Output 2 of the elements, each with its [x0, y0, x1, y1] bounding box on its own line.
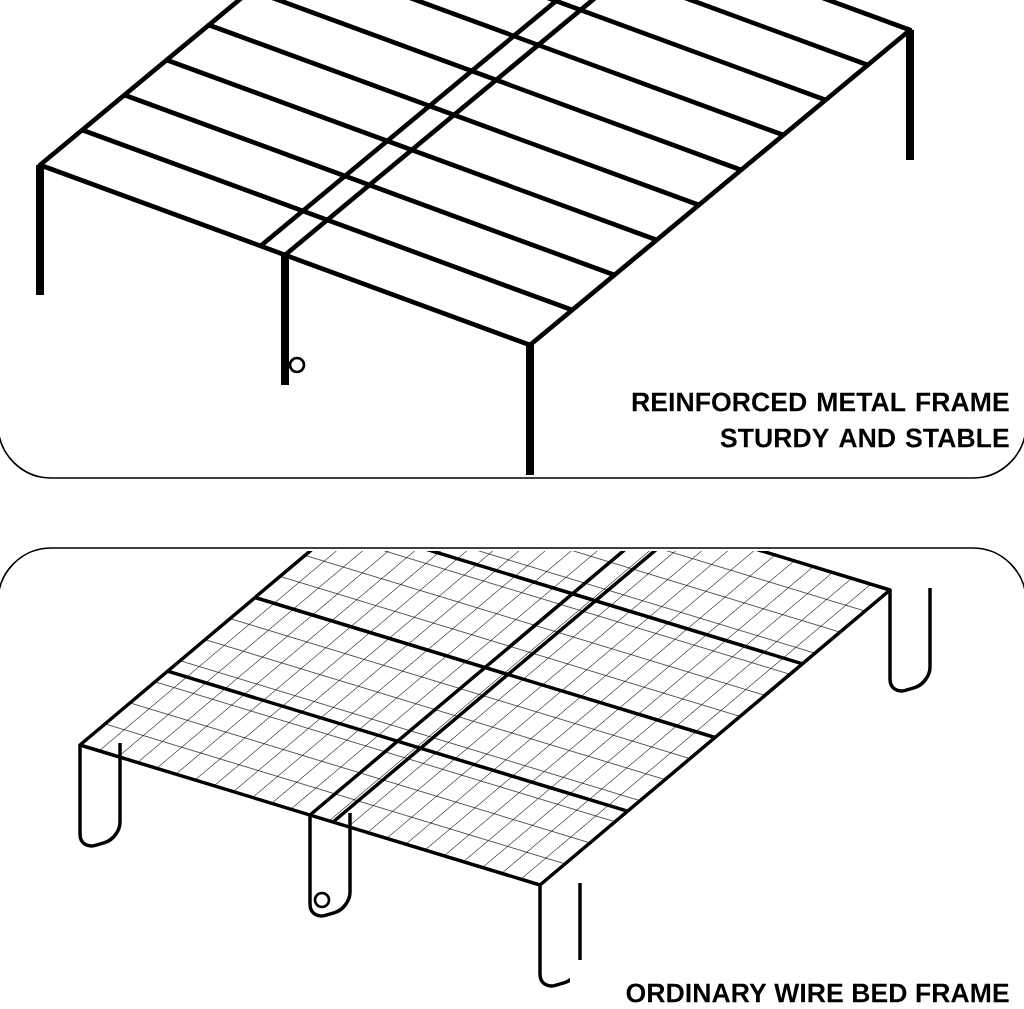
- comparison-panel: REINFORCED METAL FRAME STURDY AND STABLE: [0, 392, 1024, 479]
- comparison-panel: ORDINARY WIRE BED FRAME: [0, 547, 1024, 1003]
